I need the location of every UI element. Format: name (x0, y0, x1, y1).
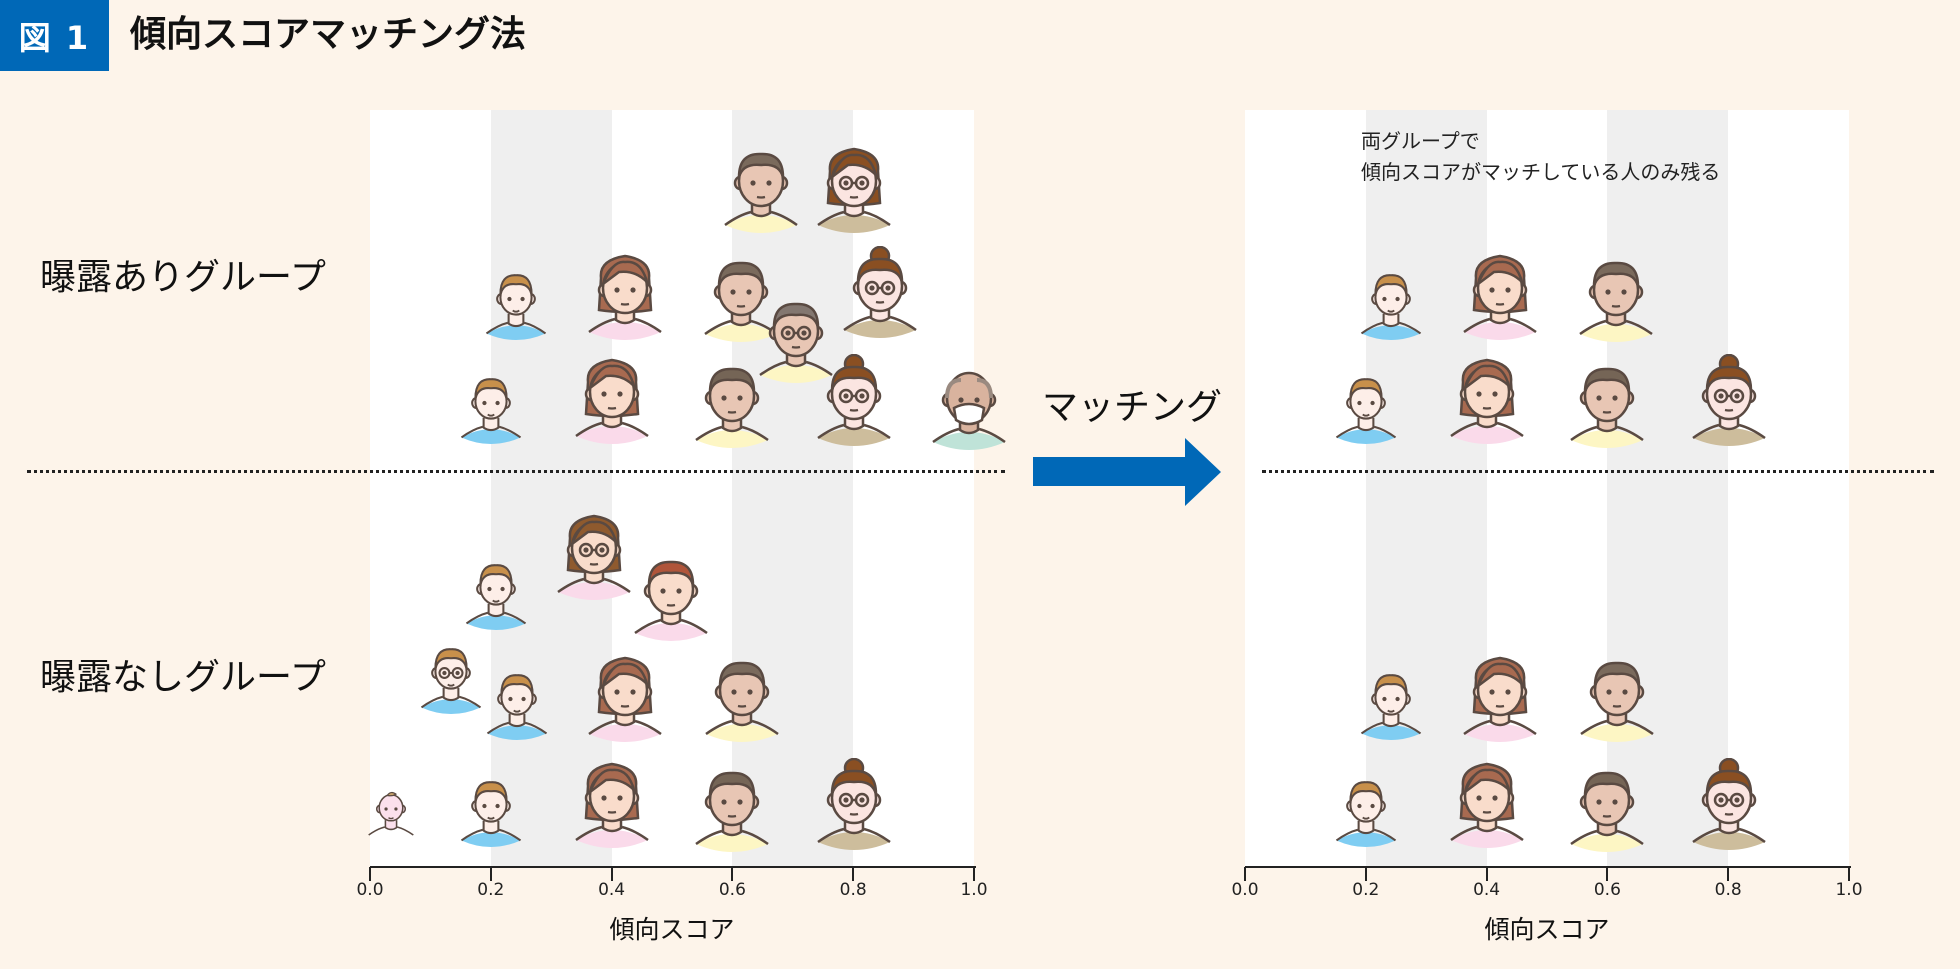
x-axis-left (370, 866, 976, 868)
x-axis-title-right: 傾向スコア (1484, 915, 1610, 944)
woman-avatar-icon (570, 756, 654, 848)
tick-label: 1.0 (960, 880, 988, 900)
man-avatar-icon (690, 356, 774, 448)
tick-mark (610, 867, 613, 881)
woman-bun-avatar-icon (1687, 757, 1771, 850)
band (491, 110, 612, 867)
tick-mark (1606, 867, 1609, 881)
tick-label: 0.4 (598, 880, 626, 900)
man-avatar-icon (719, 141, 803, 233)
tick-mark (369, 867, 371, 881)
tick-mark (1727, 867, 1730, 881)
woman-bun-avatar-icon (812, 353, 896, 446)
woman-avatar-icon (1445, 352, 1529, 444)
unexposed-group-label: 曝露なしグループ (40, 657, 326, 698)
man-avatar-icon (1565, 356, 1649, 448)
woman-avatar-icon (570, 352, 654, 444)
after-panel (1245, 110, 1849, 867)
tick-mark (973, 867, 975, 881)
tick-label: 0.4 (1473, 880, 1501, 900)
woman-avatar-icon (583, 650, 667, 742)
elderly-man-mask-avatar-icon (927, 358, 1011, 450)
tick-label: 0.8 (1714, 880, 1742, 900)
x-axis-right (1245, 866, 1851, 868)
woman-glasses-avatar-icon (552, 508, 636, 600)
boy-avatar-icon (457, 772, 526, 847)
woman-bun-avatar-icon (812, 757, 896, 850)
tick-label: 0.2 (1352, 880, 1380, 900)
figure-badge: 図 1 (0, 0, 109, 71)
baby-avatar-icon (365, 783, 417, 840)
woman-ponytail-avatar-icon (629, 549, 713, 641)
boy-avatar-icon (462, 555, 531, 630)
note-line-1: 両グループで (1361, 129, 1480, 153)
page-title: 傾向スコアマッチング法 (130, 14, 527, 55)
man-avatar-icon (700, 650, 784, 742)
tick-mark (1244, 867, 1246, 881)
tick-mark (1364, 867, 1367, 881)
woman-bun-avatar-icon (838, 245, 922, 338)
boy-avatar-icon (1332, 369, 1401, 444)
boy-avatar-icon (1357, 265, 1426, 340)
tick-mark (1848, 867, 1850, 881)
tick-label: 0.6 (1593, 880, 1621, 900)
tick-label: 0.6 (718, 880, 746, 900)
man-avatar-icon (1574, 250, 1658, 342)
band (1366, 110, 1487, 867)
woman-bun-avatar-icon (1687, 353, 1771, 446)
man-avatar-icon (699, 250, 783, 342)
result-note: 両グループで 傾向スコアがマッチしている人のみ残る (1361, 126, 1720, 188)
boy-avatar-icon (457, 369, 526, 444)
group-divider-right (1262, 470, 1934, 473)
x-axis-title-left: 傾向スコア (609, 915, 735, 944)
woman-avatar-icon (1458, 248, 1542, 340)
tick-mark (852, 867, 855, 881)
arrow-right-icon (1033, 438, 1221, 506)
woman-glasses-avatar-icon (812, 141, 896, 233)
tick-label: 0.8 (839, 880, 867, 900)
tick-label: 0.2 (477, 880, 505, 900)
tick-mark (489, 867, 492, 881)
before-panel (370, 110, 974, 867)
man-avatar-icon (1565, 760, 1649, 852)
matching-label: マッチング (1042, 387, 1223, 428)
tick-mark (1485, 867, 1488, 881)
boy-glasses-avatar-icon (417, 639, 486, 714)
group-divider-left (27, 470, 1005, 473)
woman-avatar-icon (583, 248, 667, 340)
tick-label: 0.0 (1231, 880, 1259, 900)
boy-avatar-icon (1332, 772, 1401, 847)
band (1607, 110, 1728, 867)
boy-avatar-icon (483, 665, 552, 740)
boy-avatar-icon (482, 265, 551, 340)
woman-avatar-icon (1445, 756, 1529, 848)
tick-label: 0.0 (356, 880, 384, 900)
woman-avatar-icon (1458, 650, 1542, 742)
man-glasses-avatar-icon (754, 291, 838, 383)
note-line-2: 傾向スコアがマッチしている人のみ残る (1361, 160, 1721, 184)
man-avatar-icon (690, 760, 774, 852)
boy-avatar-icon (1357, 665, 1426, 740)
man-avatar-icon (1575, 650, 1659, 742)
tick-mark (731, 867, 734, 881)
tick-label: 1.0 (1835, 880, 1863, 900)
exposed-group-label: 曝露ありグループ (40, 257, 326, 298)
